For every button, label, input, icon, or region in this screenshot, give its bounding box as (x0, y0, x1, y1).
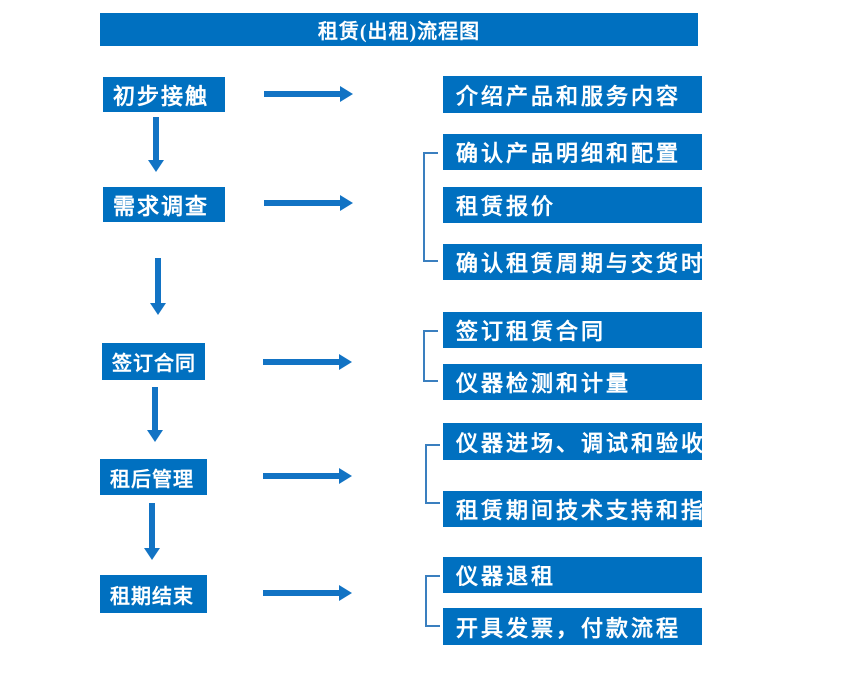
flowchart-title: 租赁(出租)流程图 (100, 13, 698, 46)
detail-box-instrument-return: 仪器退租 (443, 557, 702, 593)
arrow-right-icon (263, 473, 339, 479)
arrow-down-icon (152, 387, 158, 430)
detail-box-technical-support: 租赁期间技术支持和指导 (443, 491, 702, 527)
detail-box-instrument-setup-acceptance: 仪器进场、调试和验收 (443, 423, 702, 460)
step-box-sign-contract: 签订合同 (102, 343, 205, 380)
bracket-connector (425, 575, 440, 627)
arrow-right-icon (264, 200, 340, 206)
detail-box-confirm-product-config: 确认产品明细和配置 (443, 134, 702, 170)
arrow-down-icon (149, 503, 155, 548)
arrow-right-icon (263, 590, 339, 596)
detail-box-instrument-inspection: 仪器检测和计量 (443, 364, 702, 400)
step-box-initial-contact: 初步接触 (103, 77, 225, 112)
arrow-down-icon (155, 258, 161, 303)
arrow-right-icon (264, 91, 340, 97)
bracket-connector (423, 330, 438, 382)
detail-box-introduce-products: 介绍产品和服务内容 (443, 76, 702, 113)
bracket-connector (423, 152, 438, 262)
detail-box-sign-rental-contract: 签订租赁合同 (443, 312, 702, 348)
step-box-rental-end: 租期结束 (100, 575, 207, 613)
detail-box-rental-quotation: 租赁报价 (443, 187, 702, 223)
step-box-post-rental-management: 租后管理 (100, 459, 207, 495)
step-box-demand-survey: 需求调查 (103, 187, 225, 222)
detail-box-confirm-period-delivery: 确认租赁周期与交货时间 (443, 244, 702, 280)
bracket-connector (425, 444, 440, 504)
arrow-right-icon (263, 359, 339, 365)
arrow-down-icon (153, 117, 159, 160)
detail-box-invoice-payment: 开具发票，付款流程 (443, 608, 702, 645)
